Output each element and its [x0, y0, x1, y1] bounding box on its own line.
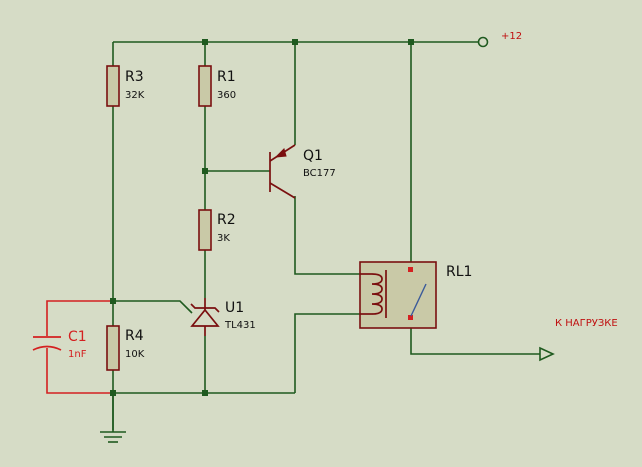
q1-value: BC177 — [303, 168, 336, 179]
q1-ref: Q1 — [303, 148, 323, 164]
r4-resistor — [106, 325, 120, 371]
r1-resistor — [198, 65, 212, 107]
r2-resistor — [198, 209, 212, 251]
load-terminal-icon — [539, 346, 555, 362]
r3-value: 32K — [125, 90, 145, 101]
q1-transistor-icon — [269, 144, 296, 199]
c1-capacitor-icon — [32, 336, 62, 351]
node-ground-left — [110, 390, 116, 396]
wire-c1-bottom — [46, 348, 113, 394]
wire-u1-ref — [113, 300, 193, 314]
supply-terminal-icon — [477, 36, 489, 48]
load-label: К НАГРУЗКЕ — [555, 318, 618, 329]
node-top-r1 — [202, 39, 208, 45]
u1-ref: U1 — [225, 300, 244, 316]
ground-icon — [100, 431, 126, 443]
c1-value: 1nF — [68, 349, 87, 360]
c1-ref: C1 — [68, 329, 87, 345]
wires — [112, 41, 540, 432]
supply-label: +12 — [501, 31, 522, 42]
wire-c1-top — [46, 300, 113, 336]
wire-q1-collector — [294, 196, 360, 275]
rl1-ref: RL1 — [446, 264, 472, 280]
wire-relay-load — [410, 318, 540, 355]
junction-nodes — [110, 39, 414, 396]
r2-value: 3K — [217, 233, 230, 244]
node-top-relay — [408, 39, 414, 45]
rl1-relay-icon — [359, 261, 437, 329]
node-r3-r4 — [110, 298, 116, 304]
r2-ref: R2 — [217, 212, 236, 228]
node-q1-base — [202, 168, 208, 174]
u1-value: TL431 — [224, 320, 256, 331]
wire-coil-return — [294, 313, 360, 393]
node-ground-mid — [202, 390, 208, 396]
r3-ref: R3 — [125, 69, 144, 85]
r3-resistor — [106, 65, 120, 107]
c1-wiring — [46, 300, 113, 394]
u1-shunt-regulator-icon — [190, 298, 220, 336]
r1-value: 360 — [217, 90, 236, 101]
node-top-q1 — [292, 39, 298, 45]
r4-ref: R4 — [125, 328, 144, 344]
r1-ref: R1 — [217, 69, 236, 85]
r4-value: 10K — [125, 349, 145, 360]
